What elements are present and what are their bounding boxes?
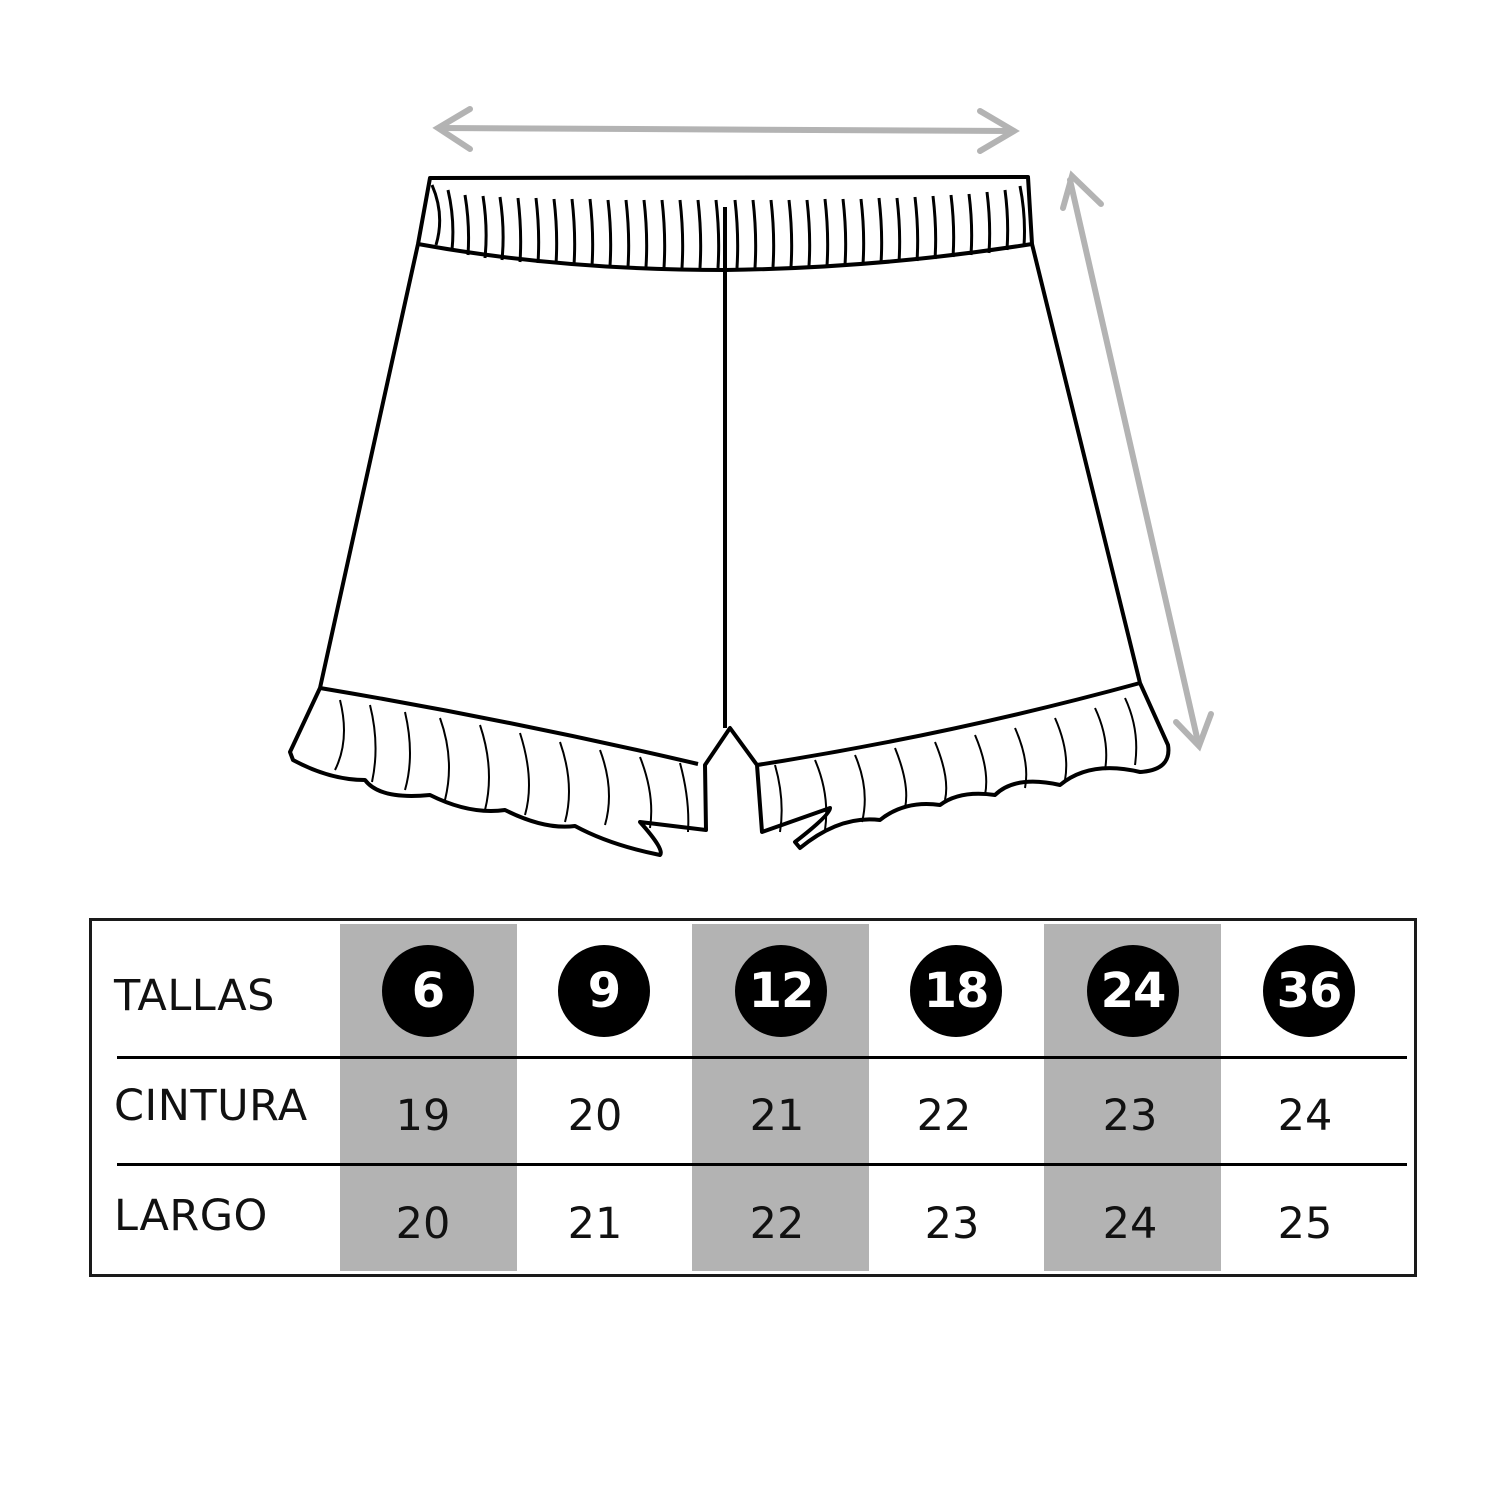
waist-value: 21 (749, 1091, 805, 1141)
row-divider (117, 1056, 1407, 1059)
waist-value: 20 (567, 1091, 623, 1141)
length-value: 22 (749, 1199, 805, 1249)
row-label-waist: CINTURA (114, 1081, 308, 1131)
length-value: 21 (567, 1199, 623, 1249)
size-badge: 9 (558, 945, 650, 1037)
row-label-sizes: TALLAS (114, 971, 275, 1021)
waist-width-arrow (432, 106, 1020, 154)
shorts-diagram (288, 106, 1214, 857)
size-badge: 6 (382, 945, 474, 1037)
row-label-length: LARGO (114, 1191, 268, 1241)
waistband-elastic (430, 184, 1026, 269)
length-value: 23 (924, 1199, 980, 1249)
waist-value: 22 (916, 1091, 972, 1141)
length-arrow (1060, 170, 1214, 752)
size-badge: 36 (1263, 945, 1355, 1037)
ruffle-folds (334, 697, 1138, 833)
waist-value: 24 (1277, 1091, 1333, 1141)
row-divider (117, 1163, 1407, 1166)
size-badge: 18 (910, 945, 1002, 1037)
shorts-outline (288, 175, 1171, 857)
length-value: 20 (395, 1199, 451, 1249)
size-table: TALLAS CINTURA LARGO 6 9 12 18 24 36 19 … (89, 918, 1417, 1277)
length-value: 25 (1277, 1199, 1333, 1249)
waist-value: 23 (1102, 1091, 1158, 1141)
waist-value: 19 (395, 1091, 451, 1141)
size-badge: 24 (1087, 945, 1179, 1037)
length-value: 24 (1102, 1199, 1158, 1249)
size-badge: 12 (735, 945, 827, 1037)
